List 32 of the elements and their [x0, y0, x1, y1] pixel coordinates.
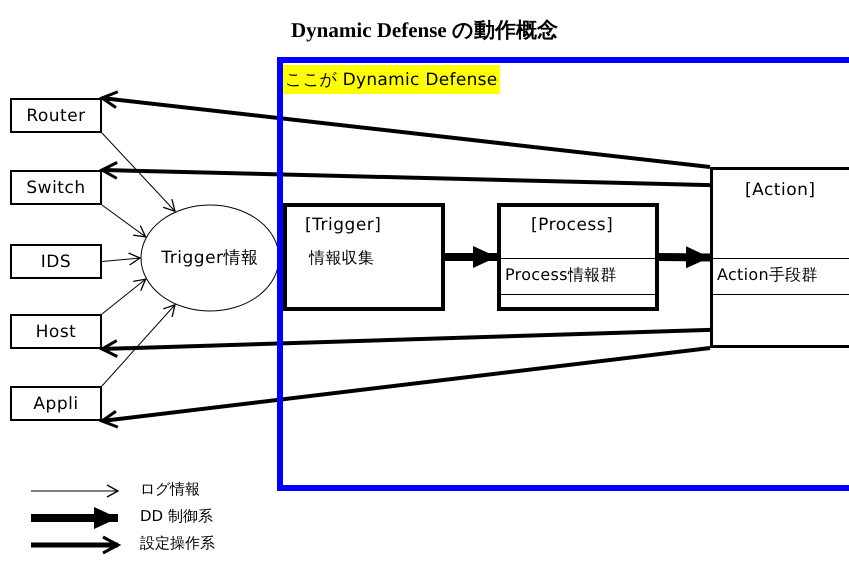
arrow — [102, 204, 146, 238]
legend-text: 設定操作系 — [140, 534, 215, 553]
arrow — [445, 246, 497, 268]
box-text: Action手段群 — [717, 265, 818, 286]
arrow — [658, 246, 710, 268]
action-box — [710, 167, 849, 348]
box-heading: [Process] — [531, 215, 614, 235]
box-heading: [Action] — [745, 180, 816, 200]
arrow — [102, 252, 141, 266]
arrow — [100, 346, 710, 429]
frame-heading: ここが Dynamic Defense — [283, 65, 500, 94]
box-heading: [Trigger] — [305, 215, 382, 235]
box-text: 情報収集 — [309, 248, 374, 269]
legend-text: ログ情報 — [140, 480, 200, 499]
legend-text: DD 制御系 — [140, 507, 213, 526]
box-text: Process情報群 — [505, 265, 617, 286]
device-box: Appli — [10, 386, 102, 421]
device-box: Router — [10, 98, 102, 133]
device-box: Host — [10, 314, 102, 349]
arrow — [100, 90, 710, 169]
arrow — [102, 278, 146, 314]
info-ellipse: Trigger情報 — [140, 204, 280, 312]
dynamic-defense-frame — [277, 57, 849, 491]
arrow — [102, 304, 176, 386]
process-box — [497, 203, 659, 311]
device-box: Switch — [10, 170, 102, 205]
trigger-box — [283, 203, 445, 311]
diagram-title: Dynamic Defense の動作概念 — [290, 17, 559, 44]
arrow — [102, 132, 176, 212]
arrow — [100, 160, 710, 188]
device-box: IDS — [10, 244, 102, 279]
arrow — [100, 328, 710, 358]
